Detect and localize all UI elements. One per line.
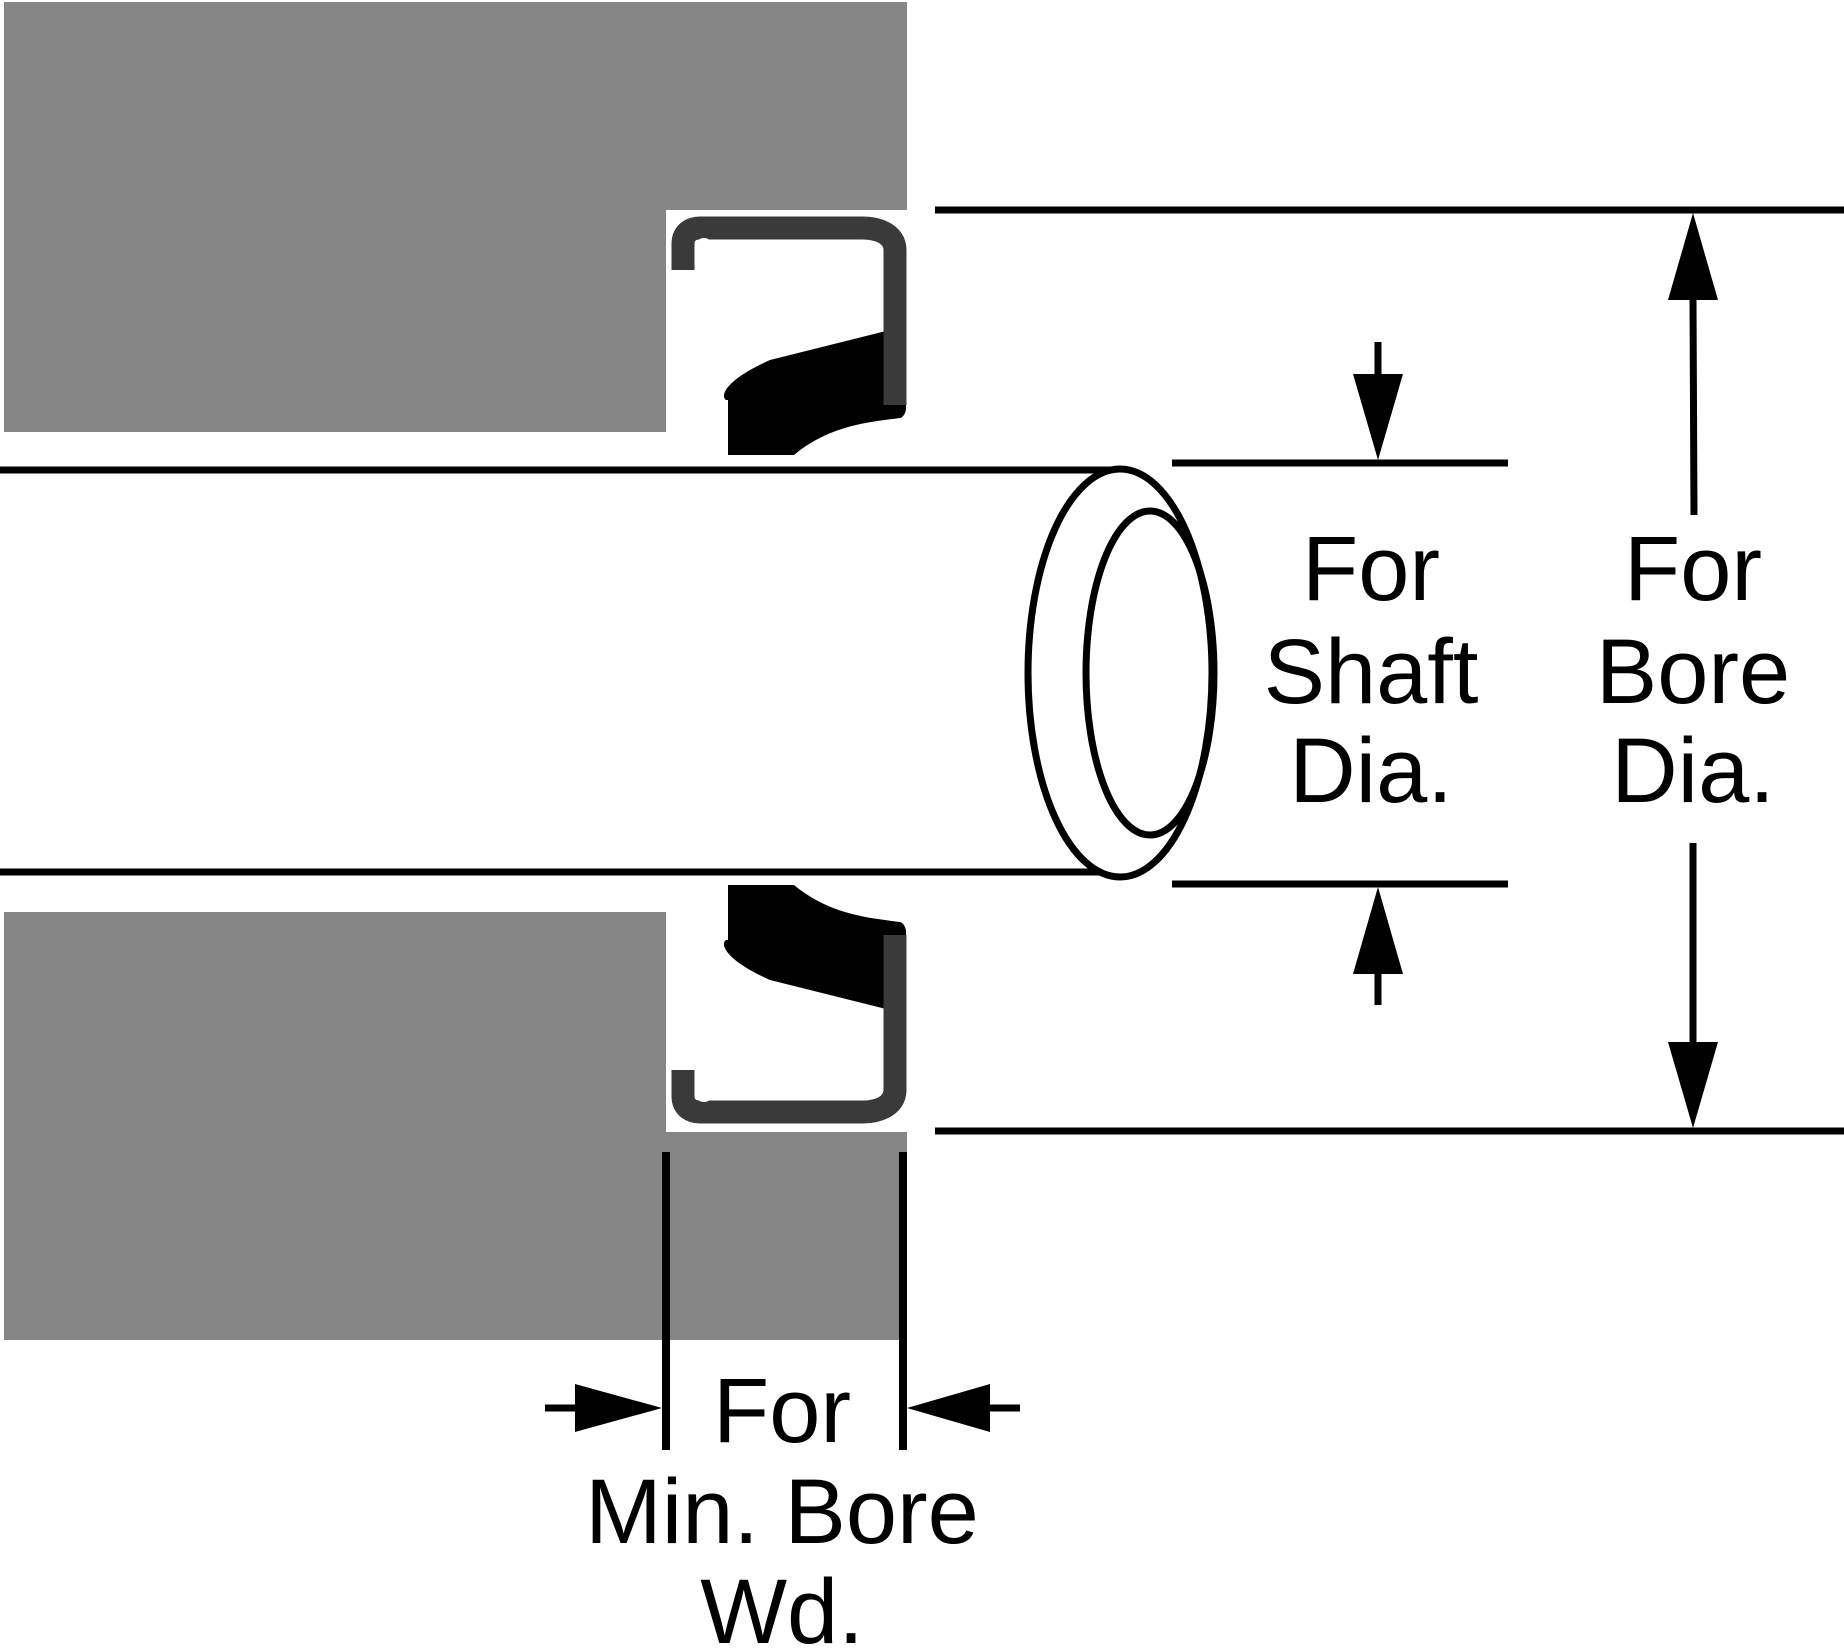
bore-label-line-2: Bore: [1596, 621, 1790, 723]
bore-dimension-line-top: [1689, 299, 1698, 516]
bore-arrow-top: [1668, 213, 1718, 300]
housing-upper: [4, 2, 907, 432]
shaft-label-line-3: Dia.: [1289, 720, 1453, 822]
shaft-label-line-2: Shaft: [1264, 621, 1479, 723]
width-label-line-1: For: [713, 1360, 851, 1462]
bore-label-line-1: For: [1624, 518, 1762, 620]
seal-lip-upper: [723, 326, 906, 455]
seal-case-lower: [671, 935, 907, 1124]
seal-case-curl-lower: [695, 1084, 713, 1102]
width-arrow-right: [907, 1384, 990, 1432]
bore-arrow-bottom: [1668, 1042, 1718, 1128]
seal-case-curl-upper: [695, 238, 713, 256]
shaft-arrow-top: [1353, 374, 1403, 460]
shaft-arrow-bottom: [1353, 887, 1403, 974]
shaft-label-line-1: For: [1302, 518, 1440, 620]
shaft-end-inner: [1082, 507, 1218, 839]
bore-label-line-3: Dia.: [1611, 720, 1775, 822]
seal-lip-lower: [723, 885, 906, 1014]
width-arrow-left: [575, 1384, 662, 1432]
housing-lower: [4, 912, 907, 1340]
width-label-line-2: Min. Bore: [585, 1461, 979, 1563]
seal-case-upper: [671, 216, 907, 405]
width-label-line-3: Wd.: [700, 1561, 864, 1648]
